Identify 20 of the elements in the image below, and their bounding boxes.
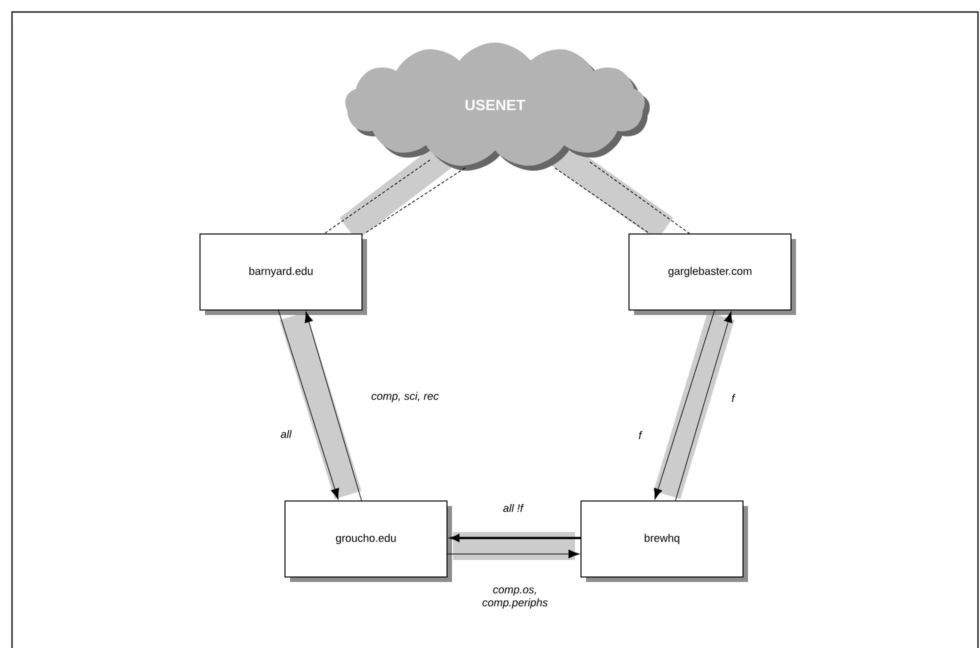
edge-label: all !f <box>503 504 524 512</box>
arrow <box>675 312 732 501</box>
dashed-link <box>554 168 650 234</box>
arrow <box>304 312 362 501</box>
arrow <box>278 310 340 500</box>
arrow <box>450 534 580 542</box>
dashed-link <box>364 168 466 234</box>
edge-label: comp.os, comp.periphs <box>482 587 548 609</box>
edge-label: comp, sci, rec <box>372 392 439 402</box>
edge-label: all <box>280 430 292 438</box>
arrow <box>447 550 580 558</box>
host-box: garglebaster.com <box>628 234 796 315</box>
host-box: groucho.edu <box>284 500 452 582</box>
host-box: brewhq <box>580 500 748 582</box>
host-box: barnyard.edu <box>200 234 367 315</box>
arrow <box>654 310 715 500</box>
edge-label: f <box>638 431 642 439</box>
dashed-link <box>324 160 430 234</box>
edge-label: f <box>732 394 736 402</box>
dashed-link <box>590 162 690 234</box>
